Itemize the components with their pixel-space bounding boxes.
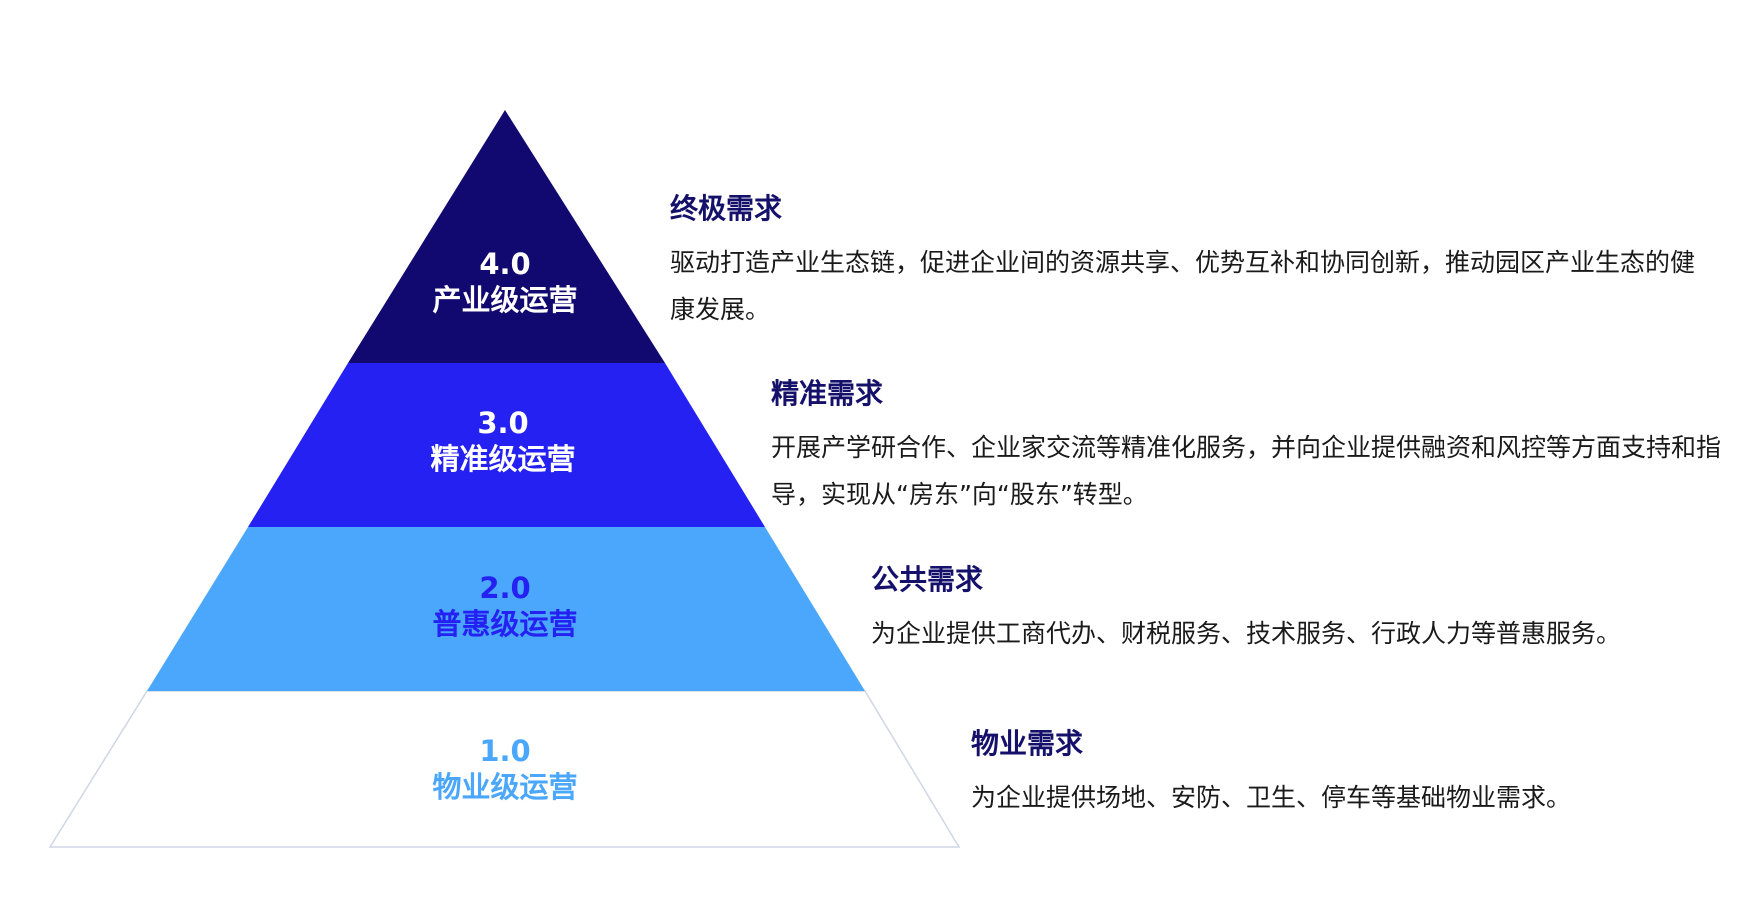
pyramid-tier-2	[147, 527, 865, 691]
tier-2-name: 普惠级运营	[432, 607, 578, 641]
tier-3-label: 3.0 精准级运营	[353, 405, 653, 477]
tier-2-version: 2.0	[479, 571, 531, 605]
tier-1-name: 物业级运营	[432, 770, 578, 804]
tier-3-need-text: 开展产学研合作、企业家交流等精准化服务，并向企业提供融资和风控等方面支持和指导，…	[771, 433, 1722, 509]
tier-2-need-title: 公共需求	[871, 563, 984, 596]
tier-4-need-title: 终极需求	[670, 192, 783, 225]
tier-4-name: 产业级运营	[432, 283, 578, 317]
tier-4-version: 4.0	[479, 247, 531, 281]
tier-3-name: 精准级运营	[430, 442, 576, 476]
tier-3-version: 3.0	[477, 406, 529, 440]
tier-1-need-title: 物业需求	[971, 727, 1084, 760]
tier-1-version: 1.0	[479, 734, 531, 768]
tier-3-description: 精准需求 开展产学研合作、企业家交流等精准化服务，并向企业提供融资和风控等方面支…	[771, 374, 1721, 518]
pyramid-tier-4	[348, 110, 665, 363]
tier-2-label: 2.0 普惠级运营	[355, 570, 655, 642]
tier-3-need-title: 精准需求	[771, 377, 884, 410]
tier-2-description: 公共需求 为企业提供工商代办、财税服务、技术服务、行政人力等普惠服务。	[871, 560, 1741, 657]
tier-2-need-text: 为企业提供工商代办、财税服务、技术服务、行政人力等普惠服务。	[871, 619, 1622, 648]
tier-1-description: 物业需求 为企业提供场地、安防、卫生、停车等基础物业需求。	[971, 724, 1731, 821]
tier-4-need-text: 驱动打造产业生态链，促进企业间的资源共享、优势互补和协同创新，推动园区产业生态的…	[670, 248, 1696, 324]
tier-1-label: 1.0 物业级运营	[355, 733, 655, 805]
pyramid-tier-3	[248, 363, 765, 527]
tier-1-need-text: 为企业提供场地、安防、卫生、停车等基础物业需求。	[971, 783, 1572, 812]
tier-4-label: 4.0 产业级运营	[355, 246, 655, 318]
tier-4-description: 终极需求 驱动打造产业生态链，促进企业间的资源共享、优势互补和协同创新，推动园区…	[670, 189, 1710, 333]
